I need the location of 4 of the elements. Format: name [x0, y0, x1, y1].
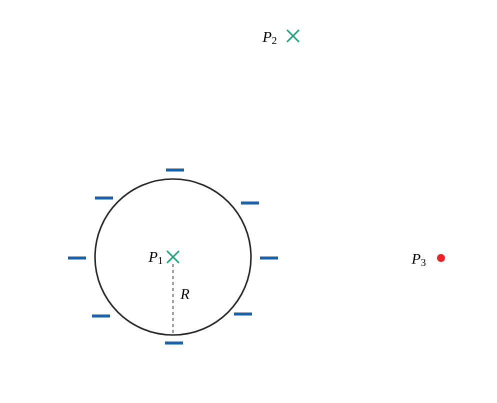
point-label: P$_{3}$ [411, 254, 426, 266]
point-label: R [180, 289, 190, 299]
point-label: P$_{2}$ [262, 32, 276, 44]
point-label: P$_{1}$ [148, 252, 162, 264]
